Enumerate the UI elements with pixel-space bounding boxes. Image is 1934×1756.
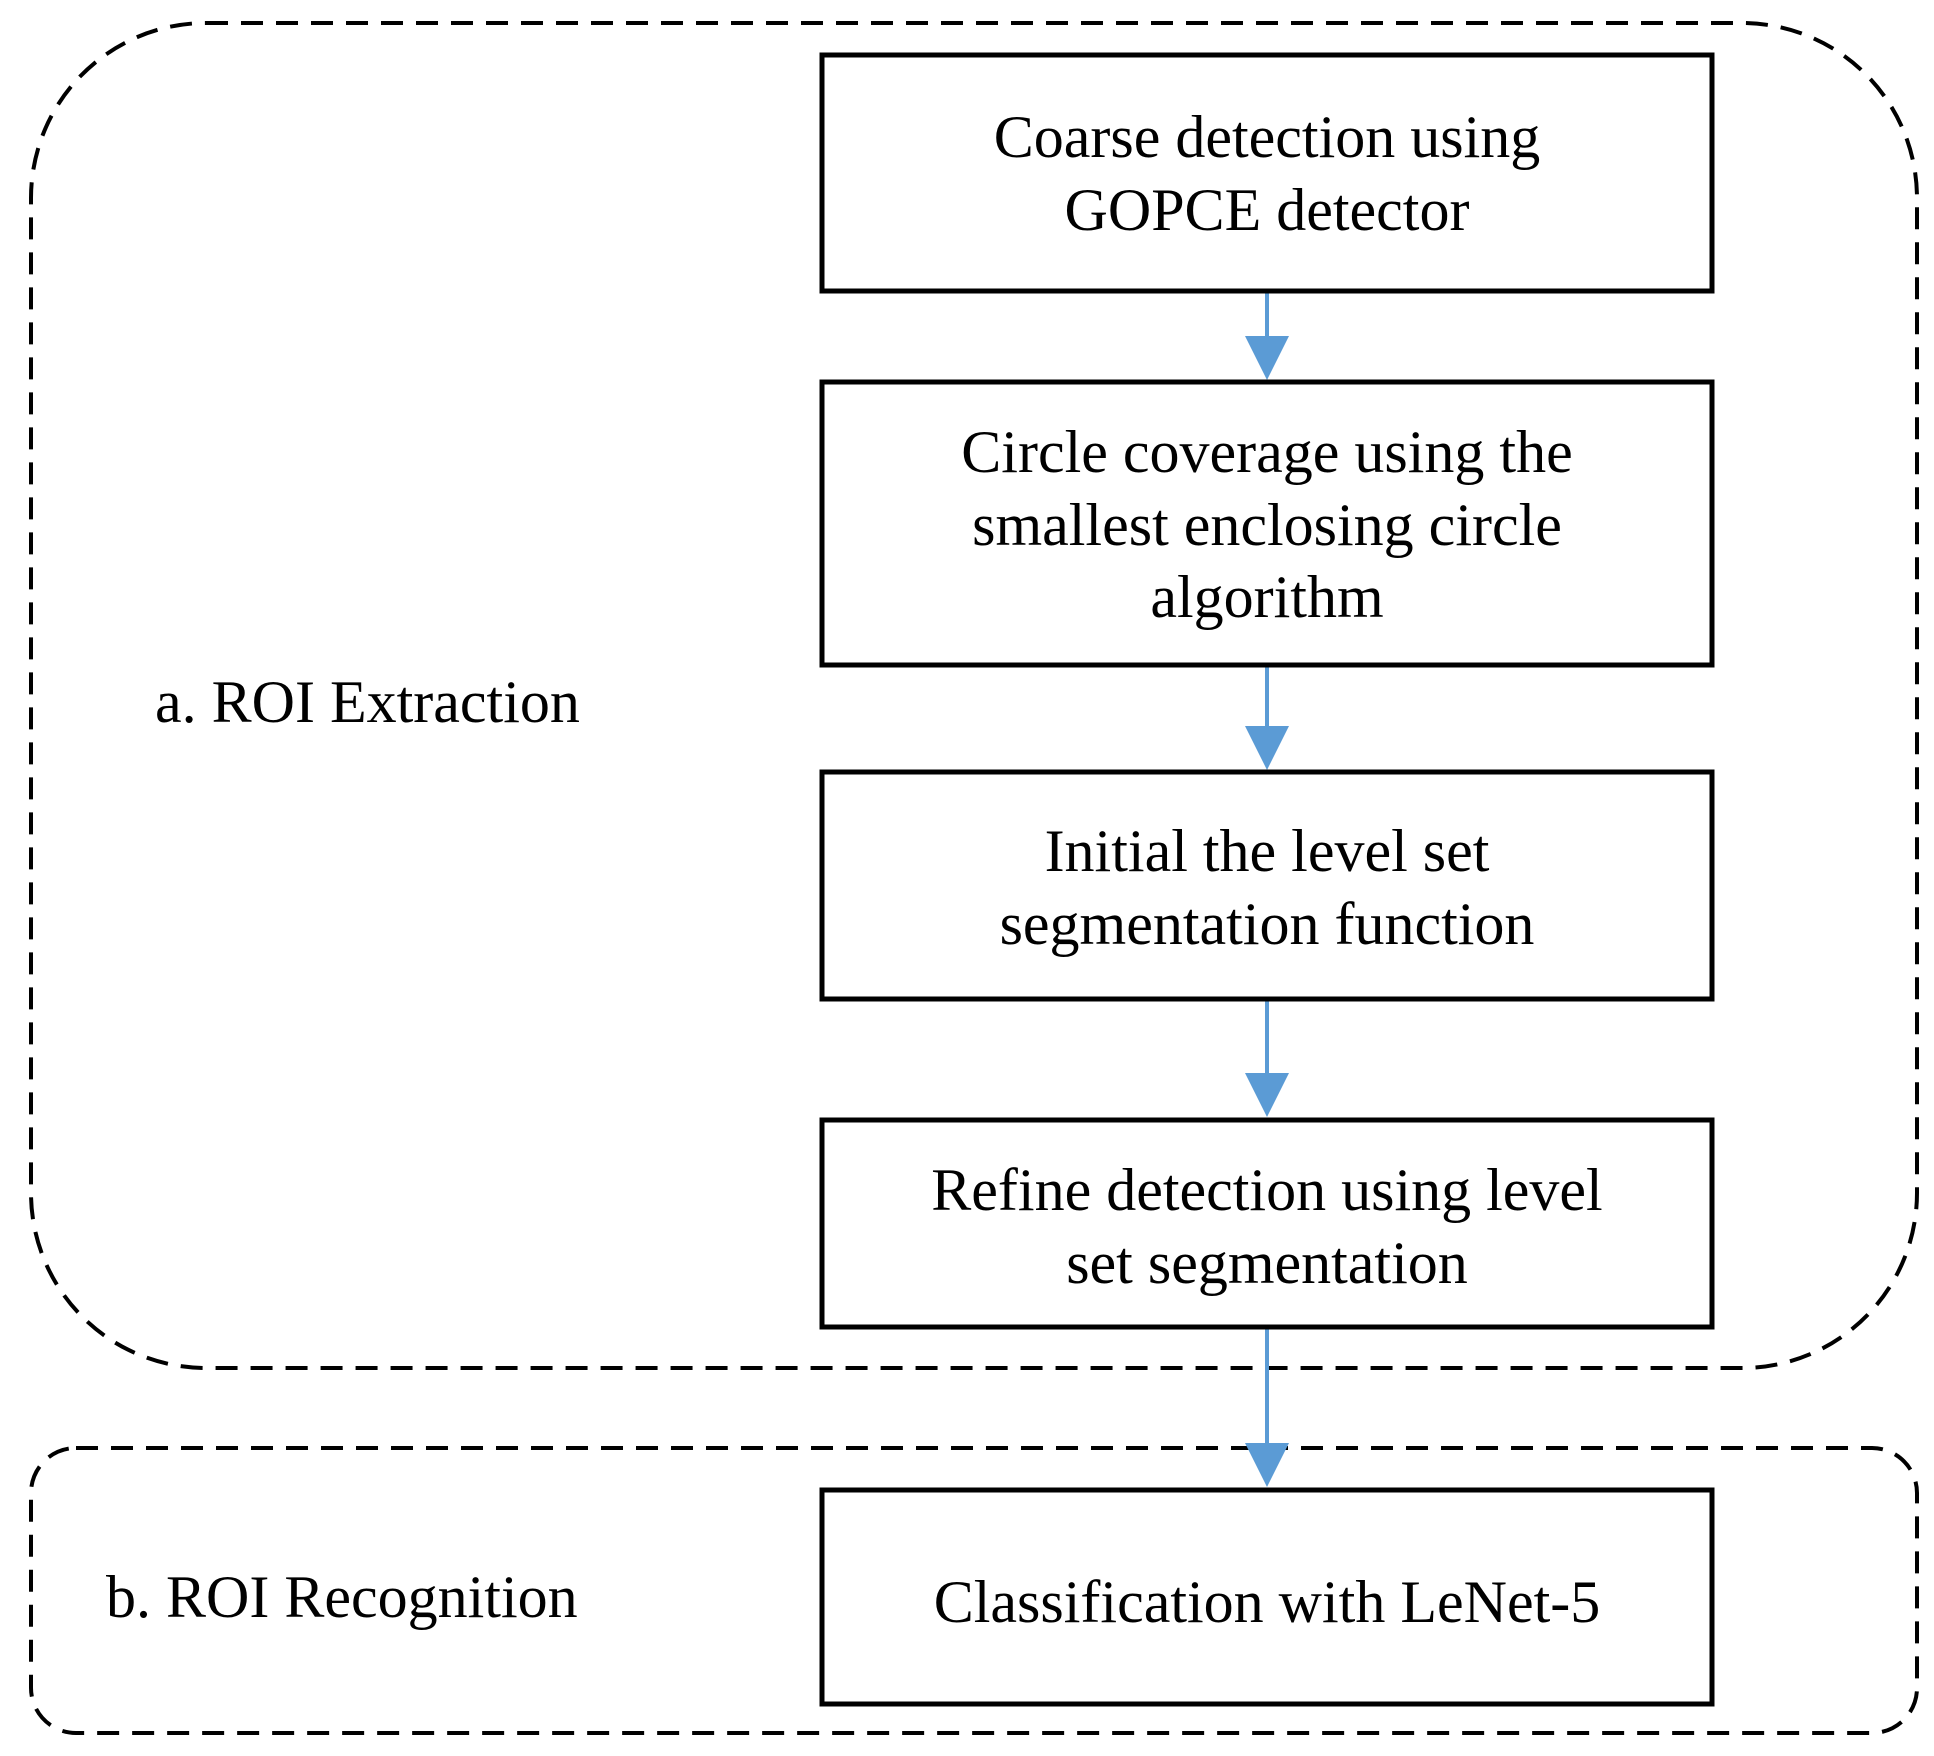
- step-text-line: algorithm: [1150, 564, 1383, 630]
- step-circle-coverage: Circle coverage using the smallest enclo…: [819, 379, 1715, 668]
- step-text-line: Classification with LeNet-5: [934, 1569, 1601, 1635]
- step-text-line: Refine detection using level: [931, 1157, 1602, 1223]
- step-text-line: segmentation function: [1000, 891, 1535, 957]
- step-text-line: smallest enclosing circle: [972, 492, 1562, 558]
- step-classification: Classification with LeNet-5: [819, 1487, 1715, 1707]
- step-coarse-detection: Coarse detection using GOPCE detector: [819, 52, 1715, 294]
- step-text-line: GOPCE detector: [1065, 177, 1470, 243]
- step-initial-level-set: Initial the level set segmentation funct…: [819, 769, 1715, 1002]
- step-text-line: set segmentation: [1066, 1230, 1468, 1296]
- step-box: [819, 379, 1715, 668]
- step-text-line: Circle coverage using the: [961, 419, 1572, 485]
- roi-recognition-label: b. ROI Recognition: [106, 1564, 578, 1630]
- arrow-circle-to-initial: [1245, 665, 1289, 770]
- arrow-initial-to-refine: [1245, 999, 1289, 1117]
- step-box: [819, 52, 1715, 294]
- arrow-coarse-to-circle: [1245, 291, 1289, 380]
- step-box: [819, 1487, 1715, 1707]
- arrow-refine-to-classification: [1245, 1327, 1289, 1487]
- step-text-line: Initial the level set: [1045, 818, 1490, 884]
- step-text-line: Coarse detection using: [994, 104, 1541, 170]
- step-box: [819, 1117, 1715, 1330]
- step-refine-detection: Refine detection using level set segment…: [819, 1117, 1715, 1330]
- roi-extraction-label: a. ROI Extraction: [155, 669, 580, 735]
- step-box: [819, 769, 1715, 1002]
- roi-recognition-frame: [29, 1446, 1919, 1735]
